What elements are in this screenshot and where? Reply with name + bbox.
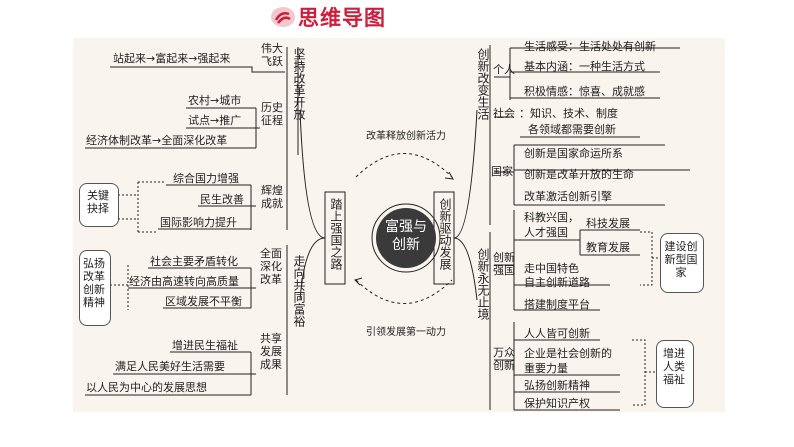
left-item-influence: 国际影响力提升 (160, 216, 237, 229)
left-node-shared: 共享发展成果 (260, 332, 282, 371)
right-item-emotion: 积极情感：惊喜、成就感 (524, 85, 645, 98)
right-item-feeling: 生活感受：生活处处有创新 (524, 40, 656, 53)
mindmap-logo-icon (271, 7, 295, 27)
left-tag-spirit-box (79, 250, 111, 326)
left-item-contradiction: 社会主要矛盾转化 (150, 255, 238, 268)
right-item-society-2: 各领域都需要创新 (528, 123, 616, 136)
left-tag-key-choice: 关键抉择 (87, 189, 109, 215)
right-item-science-1: 科教兴国， (524, 211, 579, 224)
right-tag-welfare: 增进人类福祉 (663, 347, 685, 386)
left-item-pilot: 试点→推广 (188, 114, 242, 127)
right-tag-innovative: 建设创新型国家 (664, 240, 698, 279)
arc-bottom-label: 引领发展第一动力 (366, 327, 446, 338)
right-item-society-1: ：知识、技术、制度 (519, 107, 618, 120)
right-node-mass-innovation: 万众创新 (493, 346, 515, 372)
right-branch-endless: 创新永无止境 (476, 248, 490, 320)
right-item-road-1: 走中国特色 (524, 262, 579, 275)
left-item-welfare: 增进民生福祉 (172, 339, 238, 352)
left-tag-key-choice-box (79, 183, 119, 227)
right-item-science-2: 人才强国 (524, 226, 568, 239)
arc-top-label: 改革释放创新活力 (366, 131, 446, 142)
right-item-nation-3: 改革激活创新引擎 (524, 190, 612, 203)
right-node-society: 社会 (493, 107, 515, 120)
right-tag-innovative-box (660, 233, 704, 293)
left-item-economic-reform: 经济体制改革→全面深化改革 (86, 134, 228, 147)
left-node-achievements: 辉煌成就 (261, 184, 283, 210)
right-item-spirit: 弘扬创新精神 (524, 379, 590, 392)
right-item-road-2: 自主创新道路 (524, 276, 590, 289)
left-item-national-strength: 综合国力增强 (173, 172, 239, 185)
left-item-high-quality: 经济由高速转向高质量 (129, 275, 239, 288)
center-circle (376, 208, 436, 268)
right-tag-welfare-box (656, 340, 694, 408)
left-branch-reform: 坚持改革开放 (292, 48, 306, 120)
right-item-meaning: 基本内涵：一种生活方式 (524, 60, 645, 73)
spine-left-label: 踏上强国之路 (329, 198, 343, 270)
right-item-nation-1: 创新是国家命运所系 (524, 147, 623, 160)
right-item-nation-2: 创新是改革开放的生命 (524, 168, 634, 181)
left-item-livelihood: 民生改善 (200, 193, 244, 206)
left-node-deepen-reform: 全面深化改革 (260, 247, 282, 286)
left-item-people-centered: 以人民为中心的发展思想 (86, 381, 207, 394)
right-item-enterprise-2: 重要力量 (524, 362, 568, 375)
right-item-platform: 搭建制度平台 (524, 298, 590, 311)
left-item-better-life: 满足人民美好生活需要 (115, 360, 225, 373)
left-node-history: 历史征程 (261, 101, 283, 127)
left-branch-prosperity: 走向共同富裕 (292, 255, 306, 327)
right-item-tech: 科技发展 (586, 217, 630, 230)
title-bar: 思维导图 (270, 3, 386, 31)
page-title: 思维导图 (298, 6, 386, 30)
center-node: 富强与创新 (385, 219, 427, 253)
right-branch-life: 创新改变生活 (476, 48, 490, 120)
left-node-great-leap: 伟大飞跃 (261, 42, 283, 68)
right-item-ip: 保护知识产权 (524, 397, 590, 410)
right-item-education: 教育发展 (586, 241, 630, 254)
right-node-strong-nation: 创新强国 (493, 251, 515, 277)
spine-right-label: 创新驱动发展 (438, 198, 452, 270)
left-item-stand-up: 站起来→富起来→强起来 (113, 52, 231, 65)
left-item-regional: 区域发展不平衡 (165, 295, 242, 308)
right-item-enterprise-1: 企业是社会创新的 (524, 347, 612, 360)
right-item-everyone: 人人皆可创新 (524, 327, 590, 340)
left-tag-spirit: 弘扬改革创新精神 (83, 257, 105, 309)
right-node-personal: 个人 (493, 63, 515, 76)
left-item-village: 农村→城市 (188, 94, 242, 107)
right-node-nation: 国家 (491, 165, 513, 178)
